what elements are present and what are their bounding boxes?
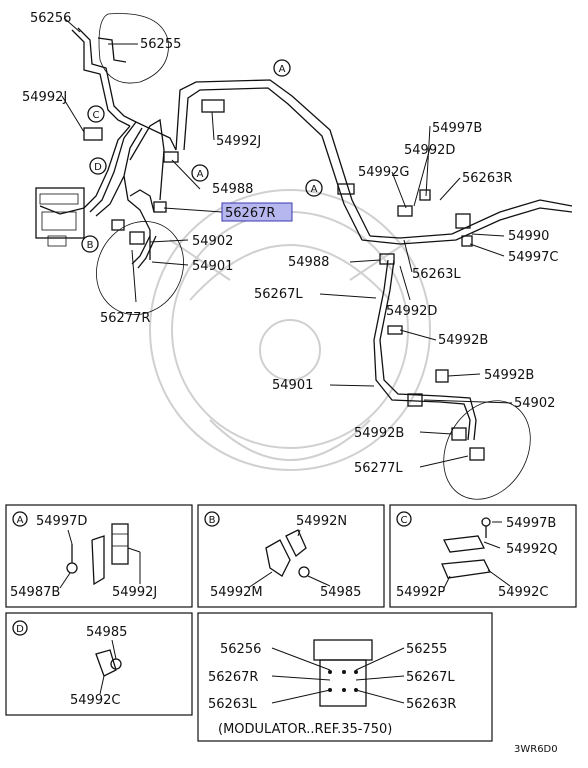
callout-b: B [87,240,94,251]
part-label[interactable]: 54902 [514,396,555,411]
modulator-panel: 56256 56255 56267R 56267L 56263L 56263R … [197,612,493,742]
part-label[interactable]: 56255 [140,37,181,52]
part-label[interactable]: 54985 [320,585,361,600]
detail-panel-b: B 54992N 54992M 54985 [197,504,385,608]
callout-a-1: A [279,64,286,75]
part-label[interactable]: 54992B [484,368,534,383]
brake-pipes-left [39,13,573,441]
part-label[interactable]: 56277L [354,461,403,476]
part-label[interactable]: 56263R [406,697,456,712]
callouts: A A A C D B [81,59,323,253]
part-label[interactable]: 56267R [225,206,275,221]
detail-panel-c: C 54997B 54992Q 54992P 54992C [389,504,577,608]
main-part-labels: 56256 56255 54992J 54992J 54988 56267R 5… [22,11,558,476]
left-wheel-outline [96,221,184,315]
part-label[interactable]: 54997D [36,514,87,529]
part-label[interactable]: 56256 [30,11,71,26]
part-label[interactable]: 54997C [508,250,558,265]
clip-shapes [83,99,485,461]
part-label[interactable]: 54992M [210,585,263,600]
part-label[interactable]: 56267L [406,670,455,685]
part-label[interactable]: 54990 [508,229,549,244]
modulator-caption: (MODULATOR..REF.35-750) [218,722,392,737]
modulator-sketch [35,187,85,247]
part-label[interactable]: 54985 [86,625,127,640]
panel-c-tag: C [401,515,408,526]
part-label[interactable]: 54992J [216,134,261,149]
part-label[interactable]: 56277R [100,311,150,326]
part-label[interactable]: 56263R [462,171,512,186]
panel-b-tag: B [209,515,216,526]
part-label[interactable]: 54992P [396,585,445,600]
part-label[interactable]: 54997B [432,121,482,136]
part-label[interactable]: 56267L [254,287,303,302]
part-label[interactable]: 54997B [506,516,556,531]
callout-a-3: A [311,184,318,195]
part-label[interactable]: 54992J [112,585,157,600]
part-label[interactable]: 54992B [354,426,404,441]
part-label[interactable]: 54901 [192,259,233,274]
part-label[interactable]: 56263L [412,267,461,282]
part-label[interactable]: 56255 [406,642,447,657]
part-label[interactable]: 54992J [22,90,67,105]
part-label[interactable]: 54992B [438,333,488,348]
part-label[interactable]: 54987B [10,585,60,600]
leader-lines [61,17,513,468]
panel-d-tag: D [16,624,24,635]
callout-a-2: A [197,169,204,180]
part-label[interactable]: 56263L [208,697,257,712]
panel-a-tag: A [17,515,24,526]
part-label[interactable]: 54901 [272,378,313,393]
part-label[interactable]: 54988 [212,182,253,197]
figure-code: 3WR6D0 [514,744,558,755]
part-label[interactable]: 54988 [288,255,329,270]
part-label[interactable]: 54992Q [506,542,558,557]
callout-d: D [94,162,102,173]
part-label[interactable]: 54992C [498,585,548,600]
part-label[interactable]: 54992G [358,165,409,180]
detail-panel-d: D 54985 54992C [5,612,193,716]
part-label[interactable]: 54992C [70,693,120,708]
callout-c: C [93,110,100,121]
part-label[interactable]: 54992D [404,143,455,158]
part-label[interactable]: 56256 [220,642,261,657]
part-label[interactable]: 56267R [208,670,258,685]
part-label[interactable]: 54992N [296,514,347,529]
highlight-56267R [221,202,293,222]
detail-panel-a: A 54997D 54987B 54992J [5,504,193,608]
part-label[interactable]: 54902 [192,234,233,249]
part-label[interactable]: 54992D [386,304,437,319]
